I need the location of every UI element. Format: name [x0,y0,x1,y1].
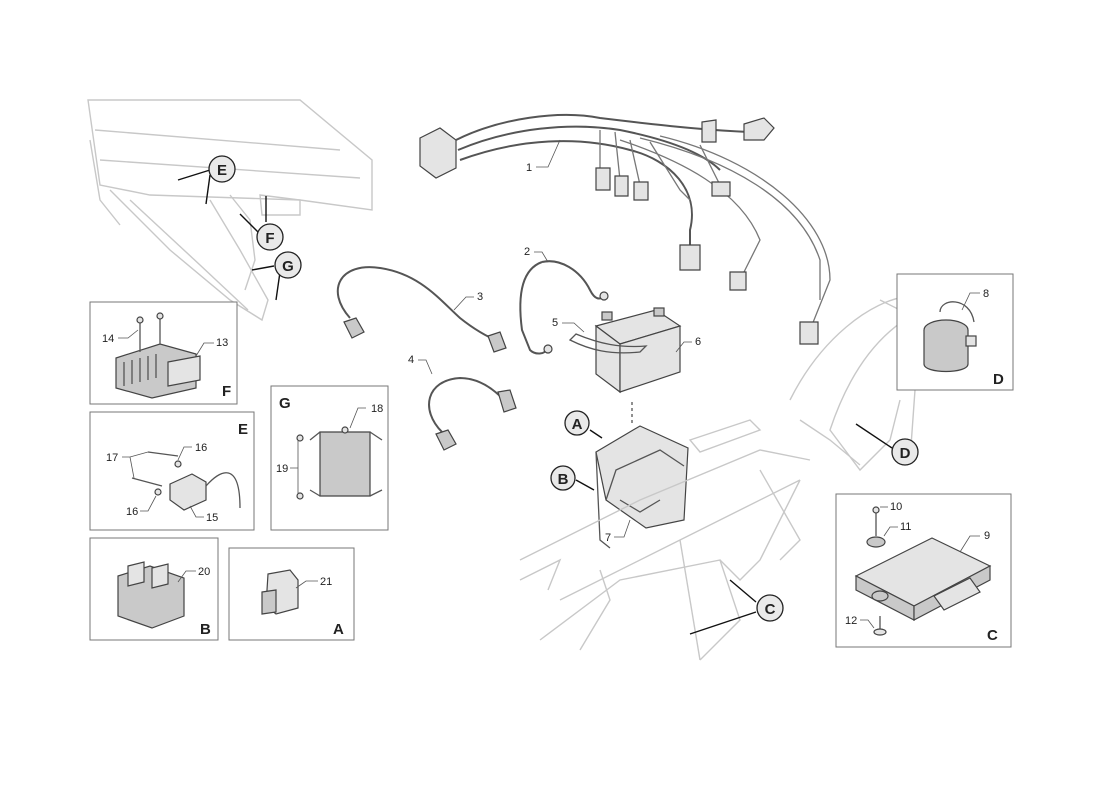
callout-e: E [208,155,236,183]
box-g-letter: G [279,395,291,412]
box-f-letter: F [222,383,231,400]
part-number-4: 4 [408,354,414,366]
callout-g-letter: G [282,258,294,275]
callout-d-letter: D [900,445,911,462]
part-number-18: 18 [371,403,383,415]
part-number-9: 9 [984,530,990,542]
callout-c-letter: C [765,601,776,618]
box-e-letter: E [238,421,248,438]
battery-cable-2 [519,260,609,355]
callout-f-letter: F [265,230,274,247]
part-number-21: 21 [320,576,332,588]
rear-frame-ghost [519,419,811,661]
battery-6 [568,307,682,394]
part-number-19: 19 [276,463,288,475]
part-number-1: 1 [526,162,532,174]
detail-box-d: D [896,273,1014,391]
box-b-letter: B [200,621,211,638]
part-number-16-top: 16 [195,442,207,454]
callout-b-letter: B [558,471,569,488]
box-d-letter: D [993,371,1004,388]
callout-b: B [550,465,576,491]
part-number-15: 15 [206,512,218,524]
part-number-8: 8 [983,288,989,300]
part-number-17: 17 [106,452,118,464]
part-number-12: 12 [845,615,857,627]
frame-upper-left-ghost [87,99,373,322]
box-a-letter: A [333,621,344,638]
detail-box-f: F [89,301,238,405]
box-c-letter: C [987,627,998,644]
main-wiring-harness [419,113,831,345]
leader-lines [118,139,980,629]
detail-box-e: E [89,411,255,531]
callout-c: C [756,594,784,622]
callout-arrows [177,169,893,635]
battery-tray-7 [595,402,689,549]
callout-d: D [891,438,919,466]
part-number-13: 13 [216,337,228,349]
battery-cable-4 [428,376,517,451]
part-number-5: 5 [552,317,558,329]
part-number-10: 10 [890,501,902,513]
callout-e-letter: E [217,162,227,179]
part-number-7: 7 [605,532,611,544]
detail-box-b: B [89,537,219,641]
part-number-16-bottom: 16 [126,506,138,518]
battery-cable-3 [336,266,507,353]
callout-a-letter: A [572,416,583,433]
part-number-6: 6 [695,336,701,348]
detail-box-c: C [835,493,1012,648]
part-number-20: 20 [198,566,210,578]
part-number-14: 14 [102,333,114,345]
part-number-2: 2 [524,246,530,258]
part-numbers: 1 2 3 4 5 6 7 8 9 10 11 12 13 14 15 16 1… [102,162,990,627]
detail-box-g: G [270,385,389,531]
part-number-3: 3 [477,291,483,303]
callout-f: F [256,223,284,251]
part-number-11: 11 [900,521,911,533]
callout-a: A [564,410,590,436]
detail-box-a: A [228,547,355,641]
callout-g: G [274,251,302,279]
